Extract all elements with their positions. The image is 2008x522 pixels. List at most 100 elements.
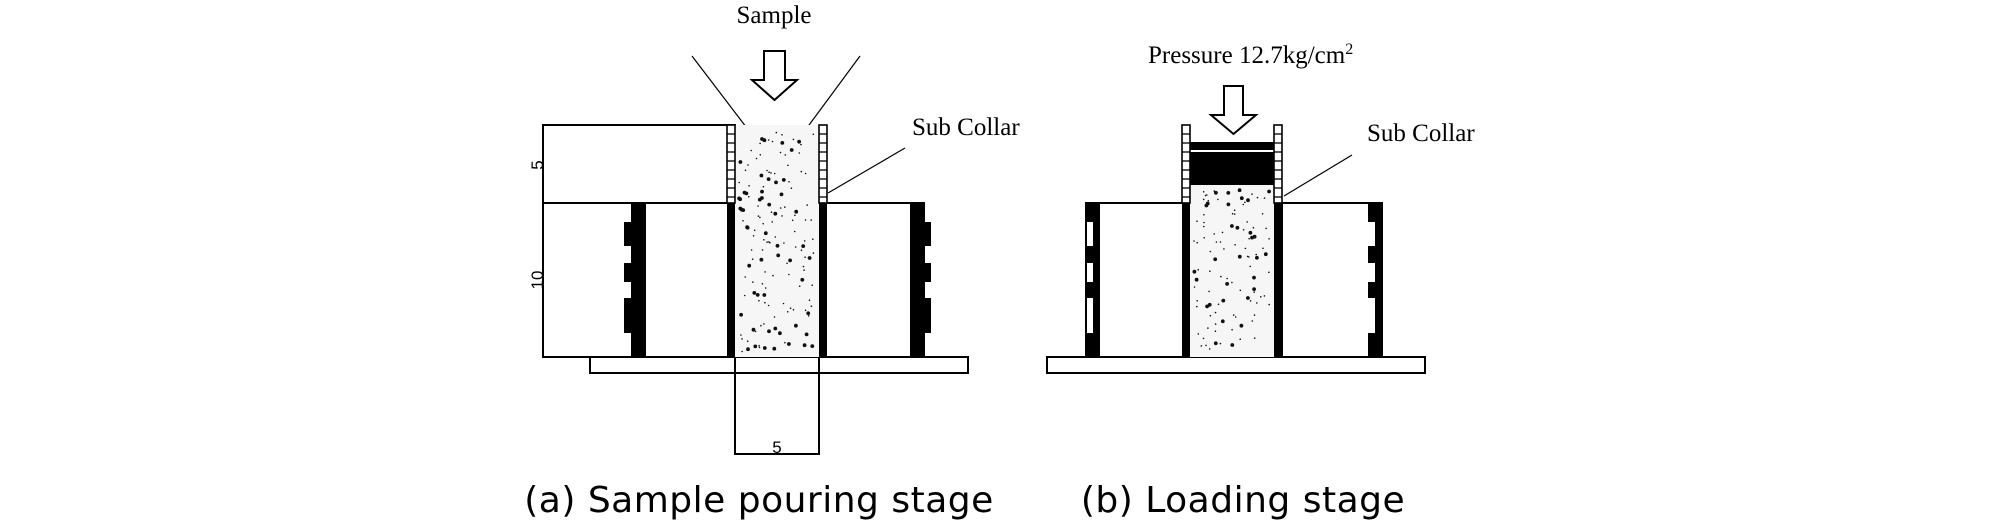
sub-collar-leader-a xyxy=(827,147,906,194)
notched-wall-left-b xyxy=(1086,203,1100,357)
sand-grain xyxy=(802,343,807,348)
sand-grain xyxy=(1246,198,1250,203)
sand-grain xyxy=(789,307,792,310)
pressure-unit-superscript: 2 xyxy=(1345,41,1353,58)
base-plate-b xyxy=(1046,356,1426,374)
sand-grain xyxy=(1253,337,1256,339)
inner-wall-left-a xyxy=(727,203,735,357)
sand-grain xyxy=(810,344,815,348)
sand-grain xyxy=(1261,213,1264,215)
sand-grain xyxy=(779,207,782,209)
sand-grain xyxy=(1242,203,1245,206)
sand-grain xyxy=(775,131,778,134)
sand-grain xyxy=(1268,238,1270,240)
sand-grain xyxy=(1213,233,1215,235)
sand-grain xyxy=(739,312,743,317)
sand-grain xyxy=(757,215,760,217)
sand-grain xyxy=(773,211,778,216)
sand-grain xyxy=(738,181,740,184)
sand-grain xyxy=(1268,303,1270,306)
dim-mold-height-label: 10 xyxy=(528,271,547,290)
sand-grain xyxy=(786,311,789,313)
sand-grain xyxy=(773,316,776,318)
pressure-label: Pressure 12.7kg/cm2 xyxy=(1148,41,1353,69)
sand-grain xyxy=(791,219,794,222)
collar-strip-outline xyxy=(818,124,828,204)
sand-grain xyxy=(744,169,747,172)
sand-grain xyxy=(792,138,795,141)
sand-grain xyxy=(1239,196,1244,201)
sand-grain xyxy=(1237,254,1242,259)
base-plate-a xyxy=(589,356,969,374)
sand-grain xyxy=(1213,257,1218,262)
sand-grain xyxy=(1252,234,1257,239)
sand-grain xyxy=(773,172,776,175)
sand-grain xyxy=(1205,304,1209,309)
sand-grain xyxy=(758,299,760,302)
sand-grain xyxy=(1207,199,1210,202)
sand-grain xyxy=(810,219,812,221)
sand-grain xyxy=(781,178,786,182)
sand-grain xyxy=(1230,343,1235,347)
sand-grain xyxy=(766,169,768,172)
sand-grain xyxy=(771,140,774,143)
sand-grain xyxy=(1193,240,1195,242)
sand-grain xyxy=(801,244,806,249)
collar-strip-outline xyxy=(1181,124,1191,204)
sand-grain xyxy=(755,157,758,160)
sand-grain xyxy=(762,185,765,188)
sand-grain xyxy=(759,216,761,219)
sand-grain xyxy=(1203,221,1205,224)
sand-grain xyxy=(1237,188,1242,193)
sand-grain xyxy=(798,152,801,154)
pressure-text: Pressure 12.7kg/cm xyxy=(1148,42,1346,69)
panel-b: Pressure 12.7kg/cm2 Sub Collar (b) Loadi… xyxy=(1046,41,1475,521)
sand-grain xyxy=(1208,290,1210,293)
sand-grain xyxy=(764,301,766,304)
sand-grain xyxy=(1213,341,1218,346)
sand-grain xyxy=(802,265,805,268)
sand-grain xyxy=(760,137,764,141)
sand-grain xyxy=(763,231,768,236)
sand-grain xyxy=(774,180,778,185)
sand-grain xyxy=(1214,323,1217,325)
sand-grain xyxy=(1203,214,1205,216)
sand-grain xyxy=(794,214,796,217)
sand-grain xyxy=(1248,237,1250,240)
sand-grain xyxy=(1231,328,1233,331)
sand-grain xyxy=(772,346,777,351)
sand-grain xyxy=(761,283,764,285)
sand-grain xyxy=(1268,271,1270,274)
sand-grain xyxy=(1220,275,1222,278)
sand-grain xyxy=(772,274,774,277)
sand-grain xyxy=(1233,213,1236,215)
sand-grain xyxy=(788,273,790,276)
sand-grain xyxy=(1253,314,1256,316)
sand-grain xyxy=(738,206,743,211)
sand-grain xyxy=(1246,296,1250,300)
sand-grain xyxy=(1217,303,1220,306)
sand-grain xyxy=(750,249,753,251)
sand-grain xyxy=(1202,337,1205,340)
sand-grain xyxy=(1230,224,1234,228)
notched-wall-right-b xyxy=(1368,203,1382,357)
sand-grain xyxy=(1246,255,1249,258)
sand-grain xyxy=(803,269,805,271)
sand-grain xyxy=(775,243,780,248)
sand-grain xyxy=(1194,277,1199,282)
sand-grain xyxy=(1234,316,1237,318)
sand-grain xyxy=(759,173,764,178)
sand-grain xyxy=(1252,275,1256,280)
sand-grain xyxy=(741,208,746,213)
sand-grain xyxy=(1249,265,1251,268)
sub-collar-strip-left-a xyxy=(726,124,736,204)
sample-arrow-icon xyxy=(749,50,800,102)
sand-grain xyxy=(1265,227,1267,230)
sub-collar-label-b: Sub Collar xyxy=(1367,120,1475,147)
sand-grain xyxy=(1196,220,1198,222)
sand-grain xyxy=(797,139,801,144)
sand-grain xyxy=(748,195,750,198)
sand-grain xyxy=(773,326,778,331)
sample-grains-b xyxy=(1192,188,1271,350)
